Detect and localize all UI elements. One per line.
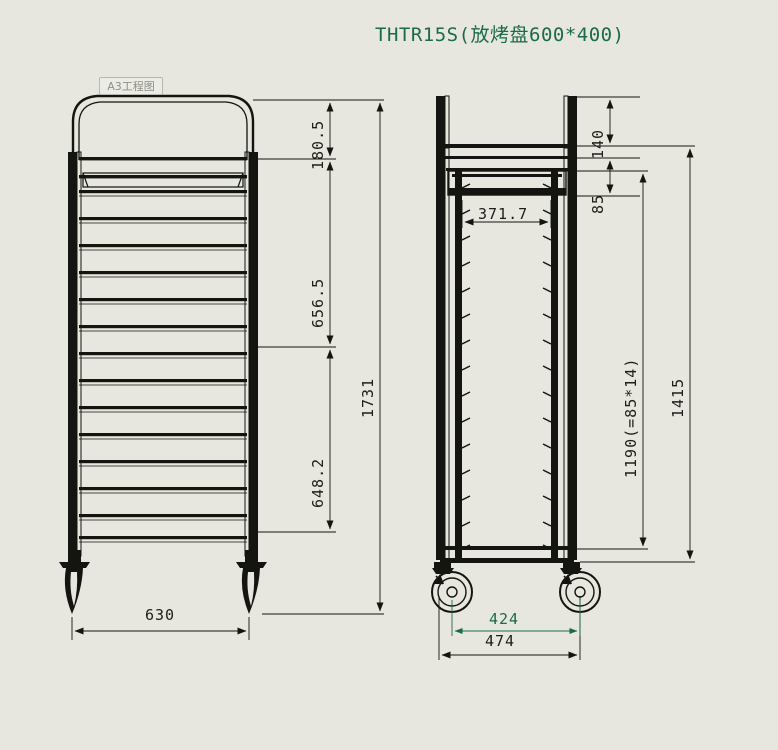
dim-side-rack-height: 1190(=85*14) <box>622 357 640 478</box>
side-handle-stubs <box>436 95 577 149</box>
front-bottom-frame <box>68 550 258 560</box>
dim-front-overall-width: 630 <box>145 606 176 624</box>
dim-front-overall-height: 1731 <box>359 377 377 418</box>
handle-arch-inner <box>78 101 248 160</box>
front-view <box>59 94 267 614</box>
side-dimension-lines <box>438 96 695 660</box>
side-upper-brace-fill <box>448 174 566 195</box>
front-caster-left <box>59 556 90 614</box>
dim-side-shelf-pitch: 85 <box>589 193 607 214</box>
front-caster-right <box>236 556 267 614</box>
dim-side-overall-depth: 474 <box>485 632 516 650</box>
front-shelf-rail-lines <box>79 195 247 543</box>
dim-side-inner-depth: 371.7 <box>478 205 529 223</box>
side-bottom-frame-lines <box>443 550 571 558</box>
front-top-brace <box>82 172 244 188</box>
dim-front-lower-section: 648.2 <box>309 457 327 508</box>
dim-side-frame-height: 1415 <box>669 377 687 418</box>
side-caster-left <box>431 568 473 613</box>
front-top-rail <box>79 157 247 179</box>
side-view <box>431 95 601 613</box>
dim-side-handle-height: 140 <box>589 128 607 159</box>
side-top-rails <box>440 144 574 171</box>
sheet-size-badge: A3工程图 <box>99 77 163 95</box>
dim-front-top-section: 180.5 <box>309 119 327 170</box>
dim-front-upper-section: 656.5 <box>309 277 327 328</box>
drawing-title: THTR15S(放烤盘600*400) <box>375 24 625 46</box>
handle-arch <box>71 94 255 160</box>
front-shelf-rails <box>79 190 247 540</box>
side-left-runner-ladder <box>455 171 462 560</box>
side-right-post <box>563 147 577 561</box>
side-runner-brackets <box>461 183 552 550</box>
side-right-runner-ladder <box>551 171 558 560</box>
side-bottom-frame <box>434 546 580 570</box>
front-dimension-lines <box>71 99 384 640</box>
dim-side-wheel-track: 424 <box>489 610 520 628</box>
side-track-dimension <box>451 600 581 636</box>
side-left-post <box>436 147 450 561</box>
